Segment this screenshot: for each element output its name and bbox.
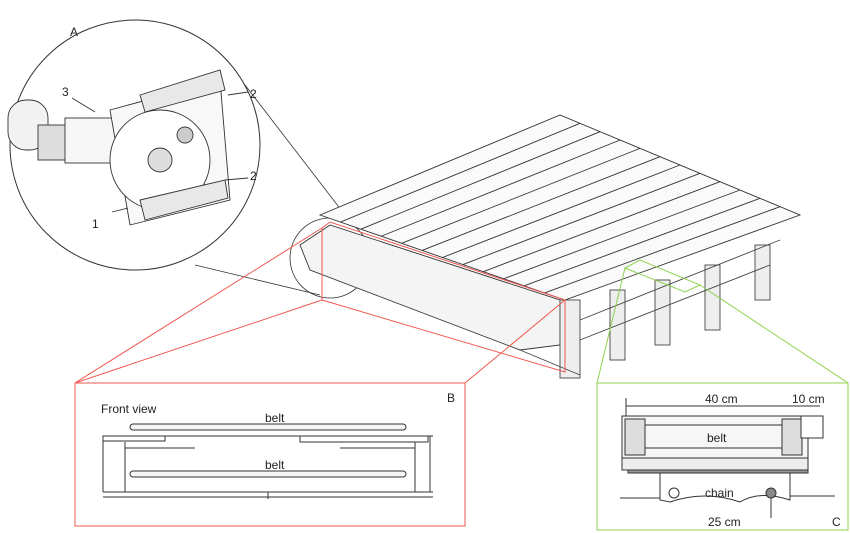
width-40cm-label: 40 cm [705, 392, 738, 406]
detail-c-connectors [596, 259, 849, 384]
belt-bottom-shape [129, 470, 407, 478]
conveyor-slats [340, 122, 781, 294]
chain-label: chain [705, 486, 734, 500]
conveyor-slat [442, 164, 681, 258]
drive-sprocket-illustration [7, 69, 249, 226]
callout-3: 3 [62, 85, 69, 99]
main-conveyor [299, 114, 802, 379]
conveyor-slat [524, 197, 761, 287]
detail-c-cross-section: 40 cm 10 cm belt chain 25 cm C [596, 382, 849, 531]
callout-2-top: 2 [250, 87, 257, 101]
detail-b-front-view: Front view belt belt B [74, 382, 466, 527]
conveyor-slat [340, 122, 581, 223]
conveyor-slat [544, 206, 781, 294]
callout-2-bottom: 2 [250, 169, 257, 183]
belt-bottom-label: belt [265, 458, 285, 472]
detail-a-letter: A [70, 25, 78, 39]
front-view-title: Front view [101, 402, 157, 416]
callout-1: 1 [92, 217, 99, 231]
conveyor-slat [381, 139, 621, 237]
side-10cm-label: 10 cm [792, 392, 825, 406]
detail-c-letter: C [832, 515, 841, 529]
pitch-25cm-label: 25 cm [708, 515, 741, 529]
belt-label: belt [707, 431, 727, 445]
detail-b-letter: B [447, 391, 455, 405]
belt-top-label: belt [265, 411, 285, 425]
belt-top-shape [129, 423, 407, 431]
conveyor-slat [360, 131, 601, 230]
conveyor-slat [503, 189, 741, 280]
detail-a: A 1 2 2 3 [7, 19, 261, 271]
conveyor-slat [483, 181, 721, 273]
detail-b-connectors [74, 221, 566, 384]
conveyor-slat [421, 156, 661, 251]
conveyor-slat [401, 147, 641, 244]
conveyor-slat [462, 172, 701, 266]
